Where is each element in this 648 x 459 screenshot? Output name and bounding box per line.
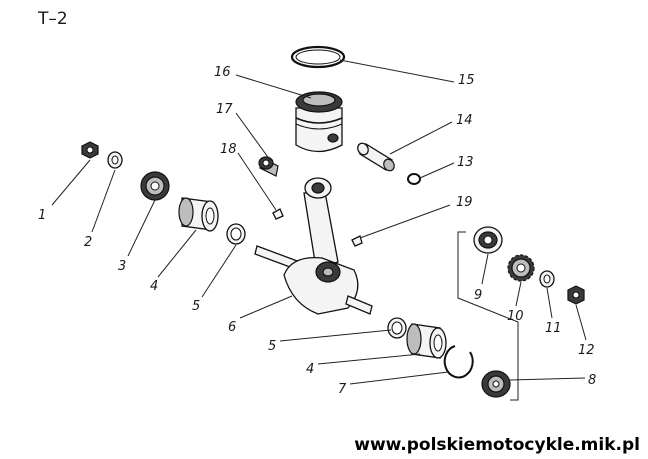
drive-sleeve (473, 226, 503, 254)
right-main-bearing (406, 323, 447, 359)
leader-lines (51, 59, 587, 385)
left-main-bearing (178, 197, 219, 232)
left-washer (107, 151, 123, 169)
piston-pin (357, 142, 395, 172)
sprocket-washer (539, 270, 555, 288)
woodruff-key-left (272, 208, 284, 220)
left-nut (81, 141, 99, 159)
callout-6: 6 (228, 320, 236, 335)
callout-17: 17 (216, 102, 233, 117)
callout-18: 18 (220, 142, 237, 157)
callout-5a: 5 (192, 299, 200, 314)
crankshaft-assembly (254, 177, 373, 315)
source-url: www.polskiemotocykle.mik.pl (354, 435, 640, 455)
callout-9: 9 (474, 288, 482, 303)
callout-14: 14 (456, 113, 473, 128)
callout-4a: 4 (150, 279, 158, 294)
callout-2: 2 (84, 235, 92, 250)
callout-13: 13 (457, 155, 474, 170)
diagram-title: T–2 (37, 9, 68, 29)
right-oil-seal (481, 370, 511, 398)
bearing-circlip (443, 345, 474, 379)
callout-10: 10 (507, 309, 524, 324)
callout-19: 19 (456, 195, 473, 210)
callout-5b: 5 (268, 339, 276, 354)
drive-sprocket (507, 254, 535, 282)
woodruff-key-right (351, 235, 363, 247)
callout-7: 7 (338, 382, 347, 397)
callout-4b: 4 (306, 362, 314, 377)
piston (295, 91, 343, 153)
group-bracket (457, 231, 519, 401)
sprocket-nut (567, 285, 585, 305)
callout-12: 12 (578, 343, 595, 358)
callout-1: 1 (38, 208, 46, 223)
left-shim-ring (226, 223, 246, 245)
piston-ring (290, 45, 346, 69)
callout-numbers: 1 2 3 4 5 6 5 4 7 8 9 10 11 12 13 14 15 … (38, 65, 596, 397)
callout-15: 15 (458, 73, 475, 88)
callout-11: 11 (545, 321, 562, 336)
callout-3: 3 (118, 259, 126, 274)
right-shim-ring (387, 317, 407, 339)
left-oil-seal (140, 171, 170, 201)
callout-16: 16 (214, 65, 231, 80)
pin-circlip (407, 173, 421, 185)
callout-8: 8 (588, 373, 596, 388)
small-end-bearing (258, 156, 279, 177)
